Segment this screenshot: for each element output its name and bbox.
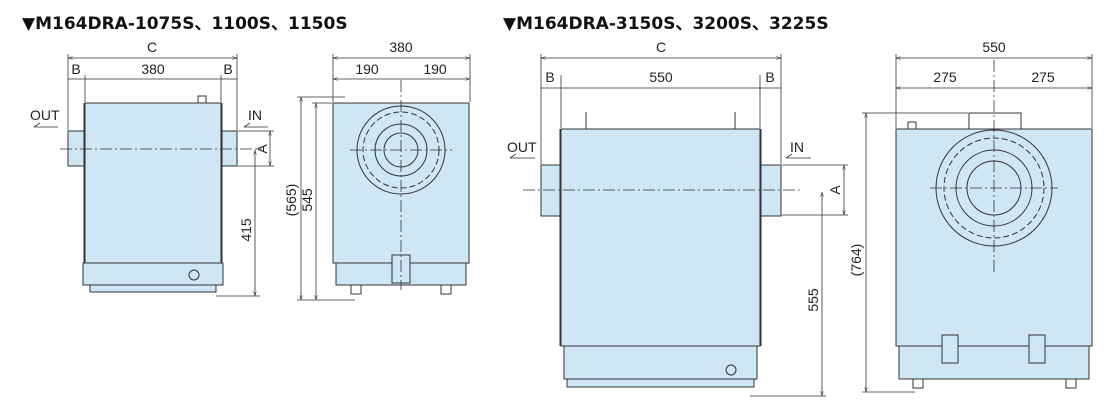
in-port xyxy=(759,164,782,217)
in-label: IN xyxy=(790,139,804,155)
dim-width: 550 xyxy=(649,69,673,85)
dim-b-right: B xyxy=(765,69,774,85)
left-side-view: C B 380 B OUT IN A 415 xyxy=(30,39,274,297)
in-port xyxy=(220,130,238,167)
dim-b-left: B xyxy=(71,61,80,77)
dim-half-right: 275 xyxy=(1031,69,1055,85)
filter-body xyxy=(560,128,761,347)
drain-icon xyxy=(188,269,200,281)
foot-plate xyxy=(89,284,217,293)
drain-icon xyxy=(725,364,737,376)
out-port xyxy=(540,164,563,217)
handle xyxy=(968,112,1022,129)
drain-valve xyxy=(941,334,959,364)
right-title: ▼M164DRA-3150S、3200S、3225S xyxy=(503,14,829,34)
base xyxy=(898,345,1090,380)
dim-half-left: 275 xyxy=(933,69,957,85)
dim-half-left: 190 xyxy=(355,61,379,77)
dim-total-height: (764) xyxy=(848,244,864,277)
dim-total-height: (565) xyxy=(283,184,299,217)
dim-width: 380 xyxy=(141,61,165,77)
out-label: OUT xyxy=(507,139,537,155)
dim-c: C xyxy=(147,39,157,55)
right-side-view: C B 550 B OUT IN A 555 xyxy=(507,39,848,397)
dim-b-left: B xyxy=(545,69,554,85)
drain-valve xyxy=(1028,334,1046,364)
filter-body xyxy=(84,102,222,264)
dim-width: 550 xyxy=(982,39,1006,55)
out-port xyxy=(67,130,86,167)
base xyxy=(563,345,758,380)
dim-body-height: 545 xyxy=(299,188,315,212)
top-fitting xyxy=(197,95,207,104)
dim-width: 380 xyxy=(389,39,413,55)
base xyxy=(82,262,224,286)
dim-height: 555 xyxy=(805,288,821,312)
foot-plate xyxy=(566,378,755,388)
in-label: IN xyxy=(248,107,262,123)
dim-b-right: B xyxy=(223,61,232,77)
dim-a: A xyxy=(254,144,270,154)
dim-height: 415 xyxy=(238,218,254,242)
dim-c: C xyxy=(656,39,666,55)
left-title: ▼M164DRA-1075S、1100S、1150S xyxy=(22,14,348,34)
dim-a: A xyxy=(827,185,843,195)
right-front-view: 550 275 275 (764) xyxy=(848,39,1093,393)
out-label: OUT xyxy=(30,107,60,123)
dim-half-right: 190 xyxy=(423,61,447,77)
left-front-view: 380 190 190 (565) 545 xyxy=(283,39,471,301)
